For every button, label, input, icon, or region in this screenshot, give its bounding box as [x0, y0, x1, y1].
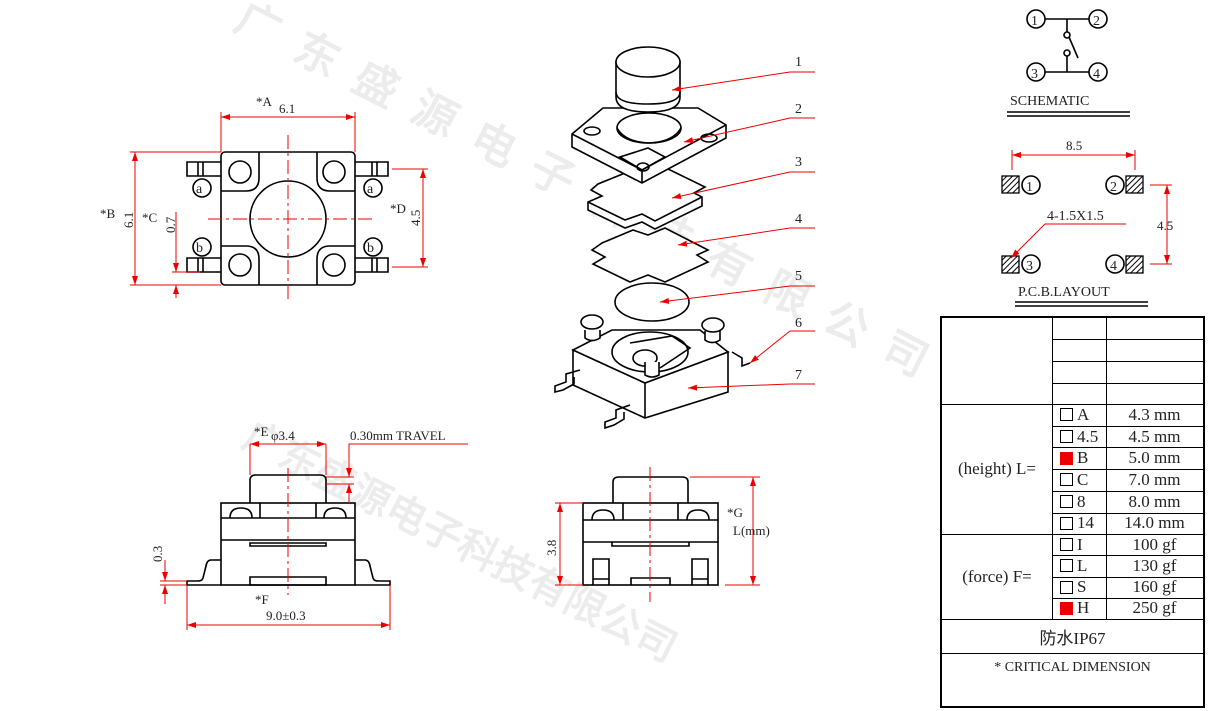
option-code-text: S: [1077, 577, 1087, 597]
checkbox-unchecked[interactable]: [1060, 430, 1073, 444]
option-code[interactable]: C: [1052, 469, 1106, 491]
option-value: 14.0 mm: [1124, 513, 1185, 533]
option-code-text: B: [1077, 448, 1089, 468]
option-value: 5.0 mm: [1128, 448, 1181, 468]
waterproof-rating: 防水IP67: [1039, 628, 1106, 648]
option-code[interactable]: H: [1052, 598, 1106, 619]
part-label-4: 4: [795, 212, 802, 227]
schematic-pin-4: 4: [1093, 67, 1100, 82]
exploded-view: 1 2 3 4 5 6 7: [554, 46, 815, 430]
pcb-pad-size: 4-1.5X1.5: [1047, 209, 1104, 224]
checkbox-unchecked[interactable]: [1060, 473, 1073, 487]
dim-d-label: *D: [390, 201, 406, 216]
critical-dimension-note: * CRITICAL DIMENSION: [994, 660, 1151, 675]
pcb-pin-1: 1: [1026, 180, 1033, 195]
checkbox-unchecked[interactable]: [1060, 495, 1073, 509]
option-code-text: H: [1077, 598, 1090, 618]
pcb-pin-4: 4: [1110, 259, 1117, 274]
pin-label-a: a: [367, 182, 374, 197]
option-code[interactable]: I: [1052, 534, 1106, 555]
pcb-layout-title: P.C.B.LAYOUT: [1018, 285, 1110, 300]
option-code[interactable]: A: [1052, 404, 1106, 426]
checkbox-unchecked[interactable]: [1060, 516, 1073, 530]
dim-g-value: L(mm): [733, 523, 770, 538]
option-value: 8.0 mm: [1128, 491, 1181, 511]
height-label: (height) L=: [957, 459, 1037, 478]
top-view: a a b b *A 6.1 *B 6.1 *C 0.7 *D 4.5: [100, 94, 428, 300]
schematic-pin-2: 2: [1093, 14, 1100, 29]
option-code[interactable]: 8: [1052, 491, 1106, 513]
option-code-text: 8: [1077, 491, 1086, 511]
option-code-text: I: [1077, 534, 1083, 554]
side-view: *E φ3.4 0.30mm TRAVEL 0.3 *F 9.0±0.3: [150, 424, 468, 630]
pcb-pitch-x: 8.5: [1066, 138, 1082, 153]
dim-f-label: *F: [255, 592, 269, 607]
option-code[interactable]: L: [1052, 555, 1106, 576]
part-label-5: 5: [795, 269, 802, 284]
checkbox-unchecked[interactable]: [1060, 538, 1073, 552]
option-code-text: A: [1077, 404, 1090, 424]
part-label-6: 6: [795, 316, 802, 331]
part-label-2: 2: [795, 102, 802, 117]
dim-e-label: *E: [254, 424, 269, 439]
schematic-title: SCHEMATIC: [1010, 94, 1089, 109]
dim-b-value: 6.1: [121, 212, 136, 228]
pcb-layout: 8.5 1 2 3 4 4.5 4-1.5X1.5 P.C.B.LAYOUT: [1001, 138, 1173, 307]
pcb-pin-2: 2: [1110, 180, 1117, 195]
dim-lead-value: 0.3: [150, 546, 165, 562]
part-label-7: 7: [795, 368, 802, 383]
option-code-text: 4.5: [1077, 426, 1099, 446]
checkbox-unchecked[interactable]: [1060, 559, 1073, 573]
dim-d-value: 4.5: [408, 210, 423, 226]
dim-e-value: φ3.4: [271, 428, 295, 443]
checkbox-unchecked[interactable]: [1060, 580, 1073, 594]
option-code[interactable]: S: [1052, 577, 1106, 598]
option-value: 100 gf: [1132, 534, 1177, 554]
schematic: 1 2 3 4 SCHEMATIC: [1007, 9, 1130, 117]
option-code-text: C: [1077, 469, 1089, 489]
dim-g-label: *G: [727, 505, 743, 520]
spec-table: (height) L= A 4.3 mm 4.5 4.5 mm B 5.0 mm C 7.0 …: [940, 316, 1205, 708]
force-label: (force) F=: [962, 566, 1032, 586]
option-value: 130 gf: [1132, 555, 1177, 575]
dim-height-value: 3.8: [544, 540, 559, 556]
option-value: 4.3 mm: [1128, 404, 1181, 424]
pin-label-b: b: [196, 241, 203, 256]
option-code[interactable]: 4.5: [1052, 426, 1106, 448]
dim-a-label: *A: [256, 94, 273, 109]
option-value: 4.5 mm: [1128, 426, 1181, 446]
pin-label-b: b: [367, 241, 374, 256]
option-code[interactable]: B: [1052, 447, 1106, 469]
option-code-text: L: [1077, 555, 1088, 575]
option-value: 160 gf: [1132, 577, 1177, 597]
dim-a-value: 6.1: [279, 101, 295, 116]
pcb-pitch-y: 4.5: [1157, 218, 1173, 233]
option-code[interactable]: 14: [1052, 513, 1106, 535]
travel-label: 0.30mm TRAVEL: [350, 428, 446, 443]
front-view: 3.8 *G L(mm): [544, 467, 770, 602]
schematic-pin-3: 3: [1031, 67, 1038, 82]
schematic-pin-1: 1: [1031, 14, 1038, 29]
dim-f-value: 9.0±0.3: [266, 608, 306, 623]
part-label-1: 1: [795, 55, 802, 70]
option-code-text: 14: [1077, 513, 1094, 533]
checkbox-checked[interactable]: [1060, 451, 1073, 465]
pcb-pin-3: 3: [1026, 259, 1033, 274]
checkbox-unchecked[interactable]: [1060, 408, 1073, 422]
dim-b-label: *B: [100, 206, 116, 221]
part-label-3: 3: [795, 155, 802, 170]
dim-c-label: *C: [142, 210, 157, 225]
checkbox-checked[interactable]: [1060, 601, 1073, 615]
pin-label-a: a: [196, 182, 203, 197]
option-value: 250 gf: [1132, 598, 1177, 618]
dim-c-value: 0.7: [163, 216, 178, 233]
option-value: 7.0 mm: [1128, 469, 1181, 489]
